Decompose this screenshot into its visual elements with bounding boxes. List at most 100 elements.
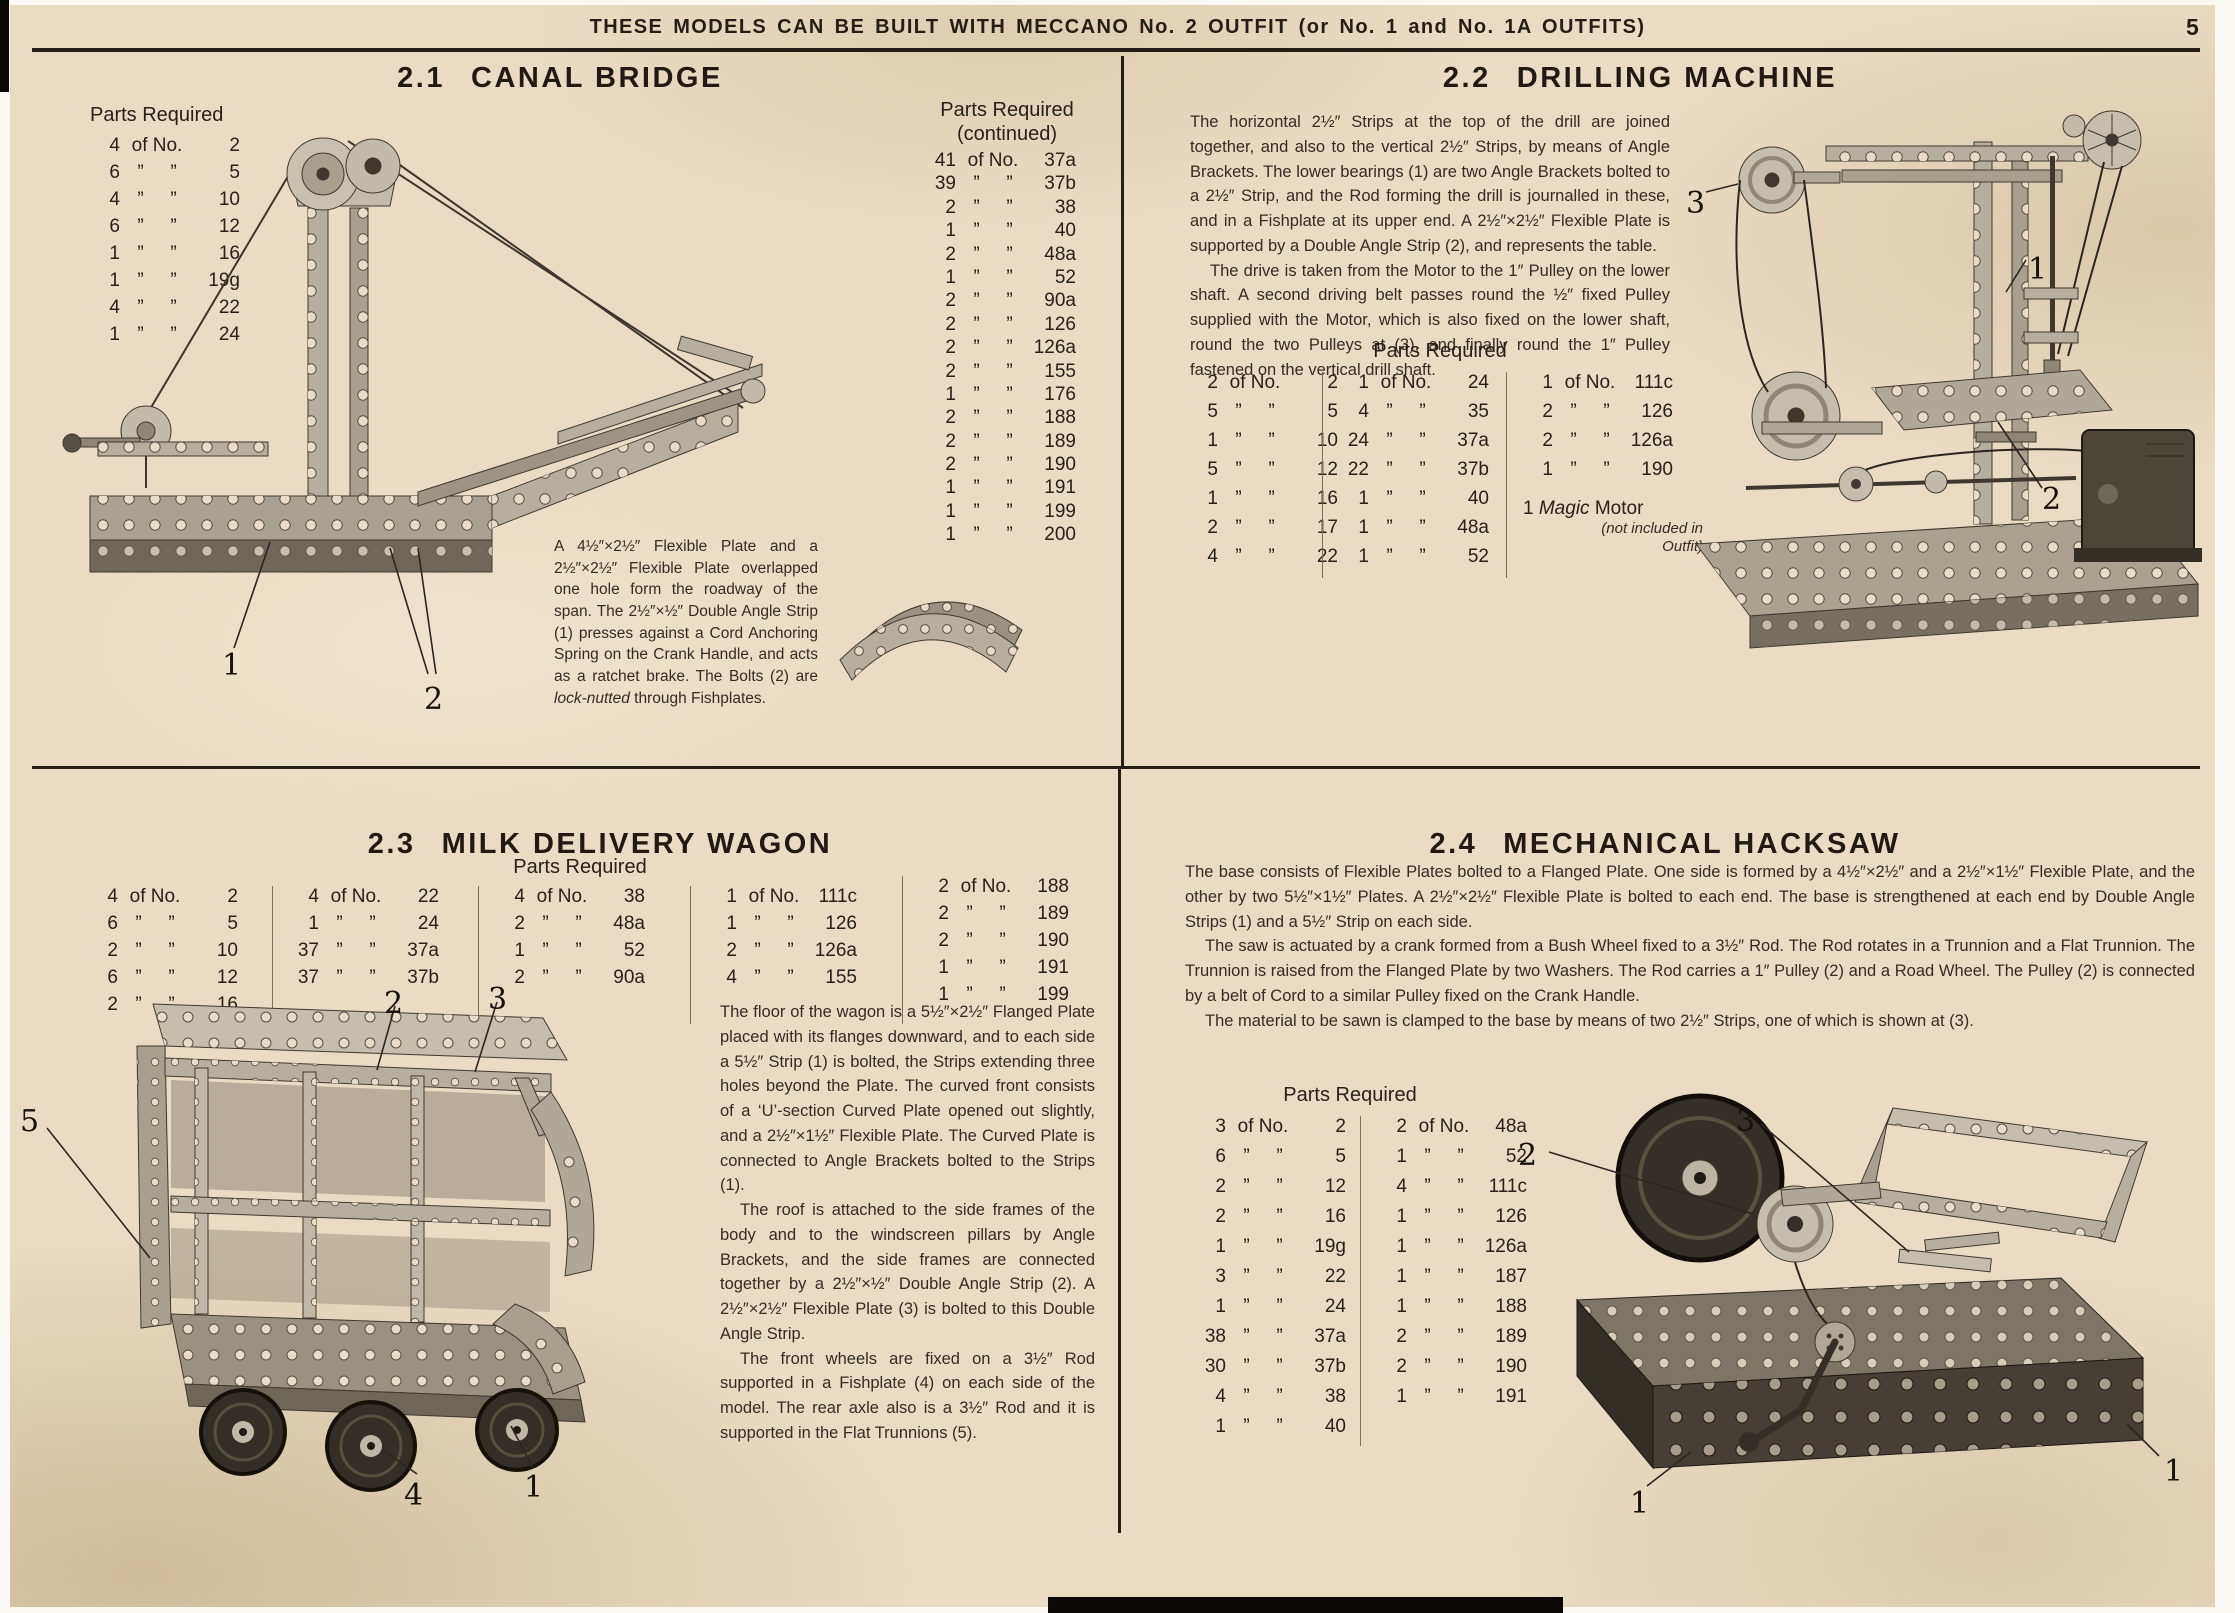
parts-row: 6””5 [109, 162, 240, 183]
parts-row: 1””126 [726, 913, 857, 934]
mid-horizontal-divider [32, 766, 2200, 769]
section-title-drilling-machine: 2.2 DRILLING MACHINE [1240, 62, 2040, 95]
callout-2: 2 [2042, 482, 2062, 517]
milk-wagon-text: The floor of the wagon is a 5½″×2½″ Flan… [720, 1003, 1095, 1442]
parts-row: 4””155 [726, 967, 857, 988]
callout-2: 2 [1518, 1138, 1538, 1173]
parts-row: 2””48a [945, 243, 1076, 265]
callout-2: 2 [384, 986, 404, 1021]
bridge-span [417, 335, 766, 529]
section-name: DRILLING MACHINE [1516, 62, 1838, 94]
parts-row: 1””191 [1396, 1386, 1527, 1407]
parts-row: 1””40 [1215, 1416, 1346, 1437]
parts-row: 2””17 [1207, 517, 1338, 538]
parts-row: 37””37b [297, 967, 439, 988]
hacksaw-base [1575, 1277, 2145, 1470]
section-name: MECHANICAL HACKSAW [1503, 828, 1901, 860]
parts-heading: Parts Required [940, 99, 1074, 121]
parts-row: 1””19g [1215, 1236, 1346, 1257]
section-number: 2.2 [1442, 62, 1491, 94]
parts-row: 4””22 [1207, 546, 1338, 567]
canal-bridge-caption: A 4½″×2½″ Flexible Plate and a 2½″×2½″ F… [554, 538, 818, 707]
parts-row: 6””12 [107, 967, 238, 988]
callout-3: 3 [1736, 1104, 1756, 1139]
callout-1: 1 [1630, 1486, 1650, 1521]
parts-row: 4””22 [109, 297, 240, 318]
callout-1: 1 [2028, 252, 2048, 287]
parts-heading: Parts Required [90, 104, 224, 126]
drill-pulleys [1738, 110, 2142, 461]
section-number: 2.3 [367, 828, 416, 860]
bridge-tower [289, 165, 399, 497]
parts-row: 1””48a [1358, 517, 1489, 538]
callout-pointer-lines [46, 1001, 534, 1475]
section-name: CANAL BRIDGE [471, 62, 723, 94]
drilling-machine-illustration [1695, 110, 2202, 649]
parts-row: 39””37b [934, 173, 1076, 195]
parts-row: 1””52 [945, 266, 1076, 288]
callout-pointer-lines [233, 541, 437, 675]
crank [1739, 1321, 1856, 1452]
parts-row: 2””126a [726, 940, 857, 961]
parts-row: 2””126 [945, 313, 1076, 335]
saw-frame [1780, 1107, 2149, 1243]
bottom-vertical-divider [1118, 769, 1121, 1533]
callout-pointer-lines [1705, 183, 2043, 489]
callout-5: 5 [20, 1104, 40, 1139]
parts-row: 2””90a [514, 967, 645, 988]
parts-row: 1””24 [1215, 1296, 1346, 1317]
magic-motor-entry: 1 Magic Motor [1523, 498, 1644, 519]
parts-row: 1””24 [109, 324, 240, 345]
mechanical-hacksaw-illustration [1548, 1093, 2160, 1487]
parts-row: 1””40 [945, 220, 1076, 242]
parts-row: 1””126 [1396, 1206, 1527, 1227]
drill-base [1695, 515, 2199, 649]
parts-row: 2””188 [945, 407, 1076, 429]
parts-row: 37””37a [297, 940, 439, 961]
section-name: MILK DELIVERY WAGON [441, 828, 833, 860]
parts-row: 1””40 [1358, 488, 1489, 509]
parts-row: 2””16 [1215, 1206, 1346, 1227]
parts-row: 1””191 [945, 477, 1076, 499]
parts-row: 2””90a [945, 290, 1076, 312]
parts-row: 6””5 [107, 913, 238, 934]
header-divider [32, 48, 2200, 52]
clamp-strips [1897, 1231, 2000, 1273]
parts-row: 22””37b [1347, 459, 1489, 480]
drill-table [1871, 369, 2113, 443]
parts-row: 5””5 [1207, 401, 1338, 422]
parts-row: 2””12 [1215, 1176, 1346, 1197]
wagon-roof [152, 1003, 568, 1061]
section-number: 2.1 [397, 62, 445, 94]
scan-artifact-edge [0, 0, 9, 92]
hacksaw-text: The base consists of Flexible Plates bol… [1185, 863, 2195, 1030]
parts-row: 2””126 [1542, 401, 1673, 422]
curved-plates-illustration [839, 601, 1023, 681]
parts-row: 1””199 [945, 500, 1076, 522]
callout-pointer-lines [1548, 1123, 2160, 1487]
top-vertical-divider [1121, 56, 1124, 766]
parts-row: 1””52 [514, 940, 645, 961]
parts-heading: Parts Required [1283, 1084, 1417, 1106]
crank-handle [62, 405, 269, 457]
callout-1: 1 [2164, 1454, 2184, 1489]
page-number: 5 [2186, 14, 2199, 40]
parts-row: 1””187 [1396, 1266, 1527, 1287]
